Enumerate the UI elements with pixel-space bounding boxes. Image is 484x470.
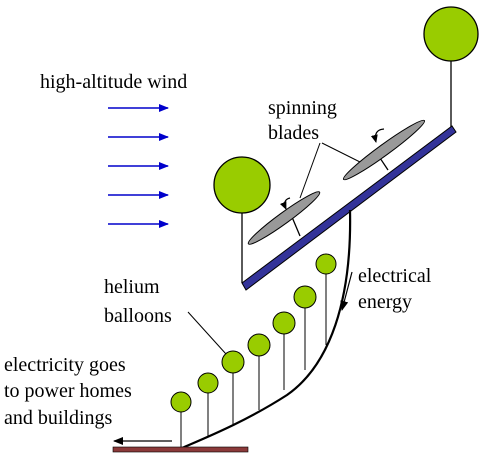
leader-line (321, 142, 361, 163)
energy-arrow (340, 271, 353, 311)
spinning-label-line1: spinning (268, 97, 337, 119)
large-balloon-left (213, 156, 271, 283)
balloon-icon (423, 6, 479, 62)
small-balloons (170, 253, 337, 447)
balloon-icon (293, 285, 317, 309)
curved-arrow-icon (279, 197, 291, 210)
large-balloon-right (423, 6, 479, 131)
curved-arrow-icon (370, 128, 385, 143)
generator-frame (241, 125, 457, 291)
balloon-icon (272, 311, 296, 335)
wind-arrows (108, 104, 169, 228)
helium-label-line2: balloons (104, 305, 172, 327)
wind-label: high-altitude wind (40, 71, 187, 93)
turbine-upper (342, 119, 426, 181)
leader-line (187, 311, 227, 355)
energy-label-line1: electrical (358, 265, 432, 287)
spinning-label-line2: blades (268, 122, 319, 144)
spinning-blade (342, 119, 426, 181)
ground (112, 446, 249, 453)
energy-label-line2: energy (358, 291, 412, 313)
output-label-line1: electricity goes (4, 354, 126, 376)
balloon-icon (221, 350, 245, 374)
balloon-icon (213, 156, 271, 214)
balloon-icon (170, 391, 192, 413)
balloon-icon (315, 253, 337, 275)
output-label-line3: and buildings (4, 407, 113, 429)
output-label-line2: to power homes (4, 380, 132, 402)
turbine-lower (247, 191, 321, 245)
balloon-icon (197, 372, 219, 394)
tether-cable (181, 209, 352, 450)
spinning-blade (247, 191, 321, 245)
helium-label-line1: helium (104, 276, 160, 298)
leader-line (299, 142, 321, 199)
balloon-icon (247, 333, 271, 357)
